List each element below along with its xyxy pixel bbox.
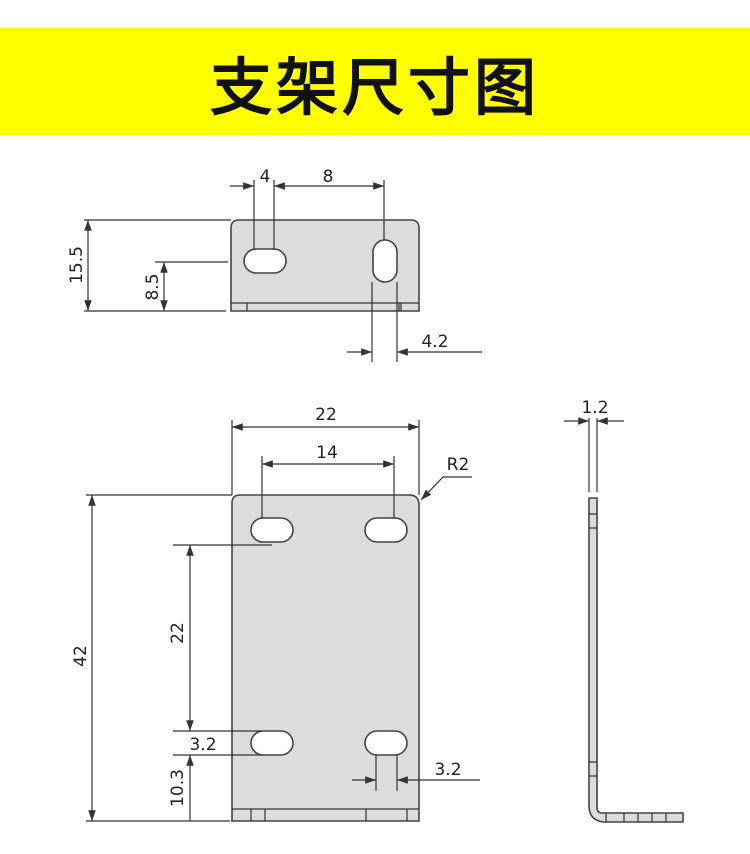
- dim-hole-spacing: 8: [323, 167, 334, 187]
- side-view-profile: [588, 497, 684, 823]
- dim-slot-width: 3.2: [434, 760, 461, 780]
- dim-width: 22: [315, 405, 337, 425]
- slot-bottom-right: [364, 730, 408, 756]
- slot-top-right: [364, 517, 408, 543]
- slot-top-left: [250, 517, 294, 543]
- dim-bottom-offset: 10.3: [168, 769, 188, 807]
- dim-thickness: 1.2: [581, 398, 608, 418]
- dim-slot-width: 4.2: [421, 332, 448, 352]
- dim-hole-spacing-h: 14: [316, 443, 338, 463]
- dim-hole-spacing-v: 22: [168, 622, 188, 644]
- dim-hole-width: 4: [260, 167, 271, 187]
- dim-corner-radius: R2: [447, 455, 470, 475]
- dim-slot-height: 3.2: [189, 735, 216, 755]
- front-view-plate: [231, 494, 420, 822]
- side-view: 1.2: [564, 398, 684, 823]
- dim-height: 15.5: [67, 246, 87, 284]
- horizontal-slot: [243, 248, 287, 274]
- dim-height: 42: [71, 645, 91, 667]
- title-banner: 支架尺寸图: [0, 28, 750, 135]
- front-view-edge-strip: [232, 808, 419, 821]
- vertical-slot: [372, 239, 398, 283]
- dim-hole-height: 8.5: [143, 273, 163, 300]
- top-view-edge-strip: [231, 302, 419, 311]
- slot-bottom-left: [250, 730, 294, 756]
- page-title: 支架尺寸图: [209, 50, 540, 124]
- front-view: 22 14 R2 42 22 3.2 10.3 3.2: [71, 405, 480, 822]
- top-view: 4 8 15.5 8.5 4.2: [67, 167, 482, 362]
